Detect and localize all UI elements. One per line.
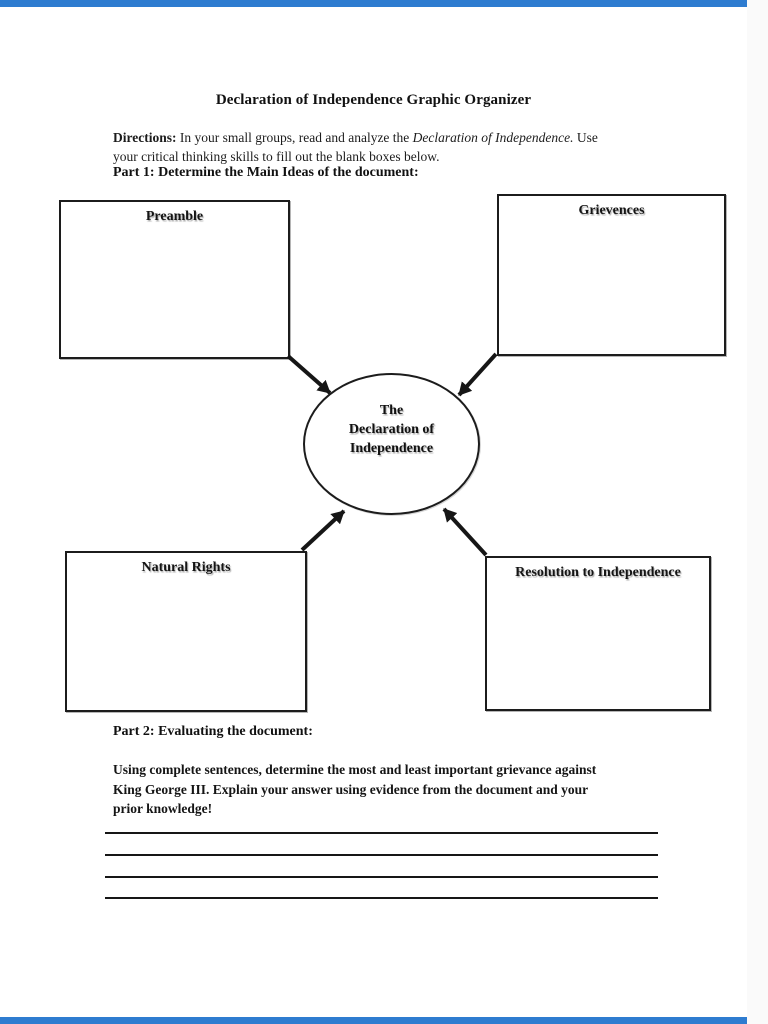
part1-heading: Part 1: Determine the Main Ideas of the … (113, 165, 419, 180)
directions-text-end: Use (573, 130, 598, 145)
center-ellipse: The Declaration of Independence (303, 373, 480, 515)
part2-para-line3: prior knowledge! (113, 801, 213, 816)
answer-line (105, 854, 658, 856)
arrow-resolution-to-center (442, 507, 488, 557)
directions-paragraph: Directions: In your small groups, read a… (113, 129, 598, 166)
answer-line (105, 832, 658, 834)
arrow-natural-rights-to-center (300, 509, 346, 552)
part2-para-line2: King George III. Explain your answer usi… (113, 781, 589, 797)
directions-text: In your small groups, read and analyze t… (176, 130, 413, 145)
part2-para-line1: Using complete sentences, determine the … (113, 762, 597, 777)
answer-line (105, 897, 658, 899)
natural-rights-box: Natural Rights (65, 551, 307, 712)
scrollbar[interactable] (747, 0, 768, 1024)
directions-line1: Directions: In your small groups, read a… (113, 129, 598, 148)
viewer-bottom-edge-bar (0, 1017, 747, 1024)
resolution-box: Resolution to Independence (485, 556, 711, 711)
grievences-box-label: Grievences (578, 203, 645, 218)
page-title: Declaration of Independence Graphic Orga… (215, 92, 532, 108)
viewer-top-edge-bar (0, 0, 747, 7)
directions-line2: your critical thinking skills to fill ou… (113, 148, 440, 164)
directions-label: Directions: (113, 130, 177, 145)
center-line-3: Independence (349, 441, 434, 456)
answer-line (105, 876, 658, 878)
center-ellipse-label: The Declaration of Independence (305, 375, 478, 458)
grievences-box: Grievences (497, 194, 726, 356)
part2-heading: Part 2: Evaluating the document: (113, 724, 313, 739)
directions-italic-title: Declaration of Independence. (412, 130, 574, 145)
natural-rights-box-label: Natural Rights (141, 560, 231, 575)
center-line-1: The (379, 403, 404, 418)
center-line-2: Declaration of (348, 422, 435, 437)
resolution-box-label: Resolution to Independence (515, 565, 681, 580)
preamble-box: Preamble (59, 200, 290, 359)
part2-paragraph: Using complete sentences, determine the … (113, 760, 596, 819)
preamble-box-label: Preamble (145, 209, 204, 224)
